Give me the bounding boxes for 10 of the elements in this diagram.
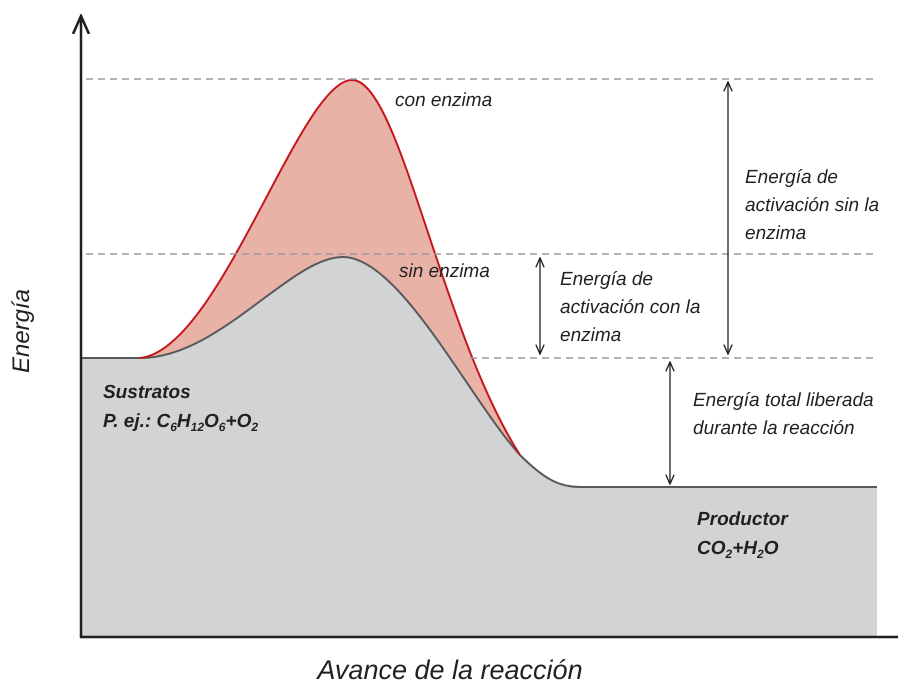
product-formula: CO$_{2}$+H$_{2}$O (697, 537, 778, 563)
product-label: Productor (697, 508, 788, 532)
axis-title: Avance de la reacción (315, 654, 584, 686)
dimension-label: Energía total liberada durante la reacción (693, 389, 875, 441)
curve-label: con enzima (395, 89, 492, 113)
substrate-formula: P. ej.: C$_{6}$H$_{12}$O$_{6}$+O$_{2}$ (103, 410, 258, 436)
dimension-label: Energía de activación con la enzima (560, 268, 702, 348)
substrate-label: Sustratos (103, 381, 191, 405)
dimension-label: Energía de activación sin la enzima (745, 166, 880, 246)
axis-title: Energía (7, 288, 36, 374)
